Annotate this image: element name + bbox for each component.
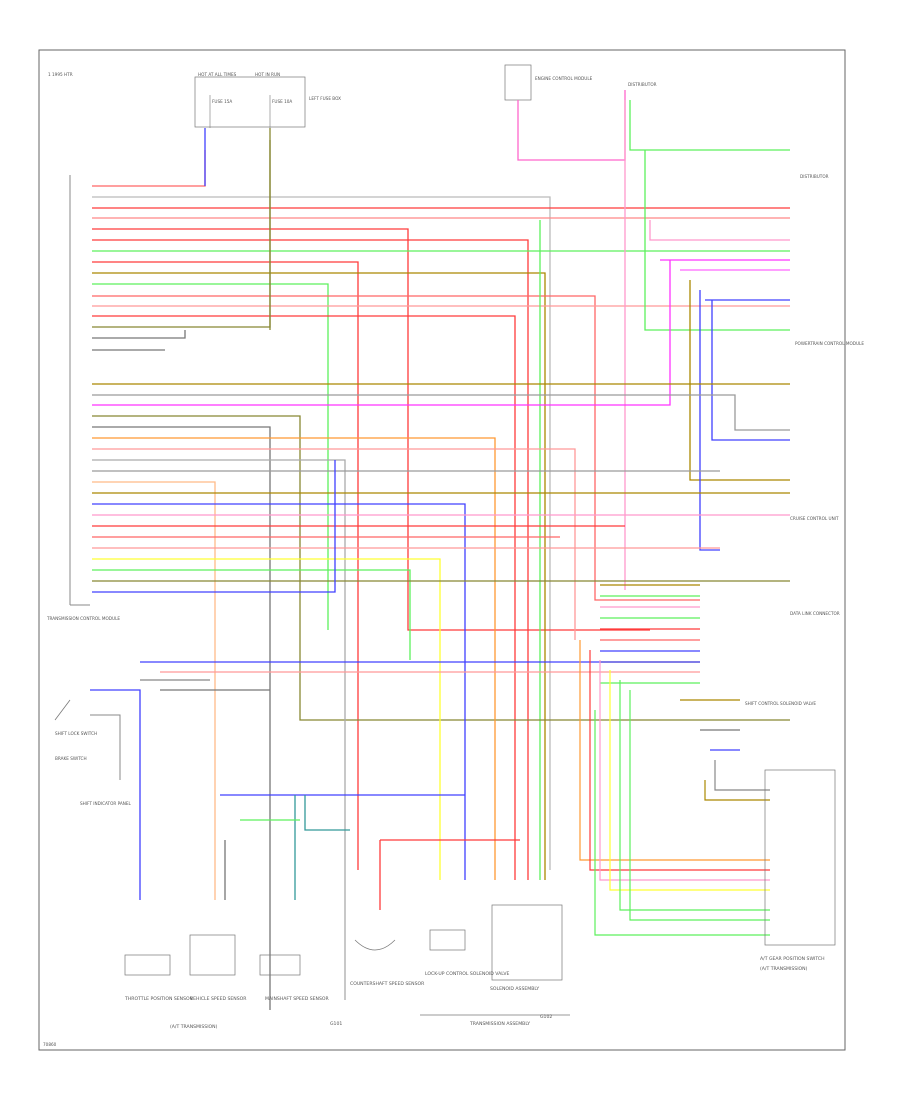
svg-text:TRANSMISSION ASSEMBLY: TRANSMISSION ASSEMBLY xyxy=(469,1021,530,1027)
svg-text:VEHICLE SPEED SENSOR: VEHICLE SPEED SENSOR xyxy=(190,996,247,1002)
svg-text:POWERTRAIN CONTROL MODULE: POWERTRAIN CONTROL MODULE xyxy=(795,341,864,346)
bottom-labels: THROTTLE POSITION SENSOR VEHICLE SPEED S… xyxy=(124,956,825,1030)
svg-text:SHIFT INDICATOR PANEL: SHIFT INDICATOR PANEL xyxy=(80,801,132,806)
svg-text:(A/T TRANSMISSION): (A/T TRANSMISSION) xyxy=(170,1024,218,1030)
distributor-label: DISTRIBUTOR xyxy=(800,174,829,179)
svg-text:FUSE 10A: FUSE 10A xyxy=(272,99,292,104)
svg-text:FUSE 15A: FUSE 15A xyxy=(212,99,232,104)
wires-upper xyxy=(92,140,790,880)
diagram-frame xyxy=(38,49,846,1051)
svg-text:SOLENOID ASSEMBLY: SOLENOID ASSEMBLY xyxy=(490,986,539,992)
svg-text:(A/T TRANSMISSION): (A/T TRANSMISSION) xyxy=(760,966,808,972)
svg-text:TRANSMISSION CONTROL MODULE: TRANSMISSION CONTROL MODULE xyxy=(46,616,120,621)
svg-text:HOT IN RUN: HOT IN RUN xyxy=(255,72,280,77)
wires-lower xyxy=(92,383,790,1010)
svg-text:SHIFT LOCK SWITCH: SHIFT LOCK SWITCH xyxy=(55,731,97,736)
fuse-box: HOT AT ALL TIMES HOT IN RUN FUSE 15A FUS… xyxy=(194,72,341,128)
svg-text:A/T GEAR POSITION SWITCH: A/T GEAR POSITION SWITCH xyxy=(760,956,825,962)
bottom-components xyxy=(124,769,836,1016)
right-labels: POWERTRAIN CONTROL MODULE CRUISE CONTROL… xyxy=(745,341,864,706)
tcm-connector-upper: TRANSMISSION CONTROL MODULE xyxy=(46,175,120,621)
svg-text:LOCK-UP CONTROL SOLENOID VALVE: LOCK-UP CONTROL SOLENOID VALVE xyxy=(425,971,509,977)
corner-note-bottom: 70860 xyxy=(43,1042,57,1047)
svg-text:CRUISE CONTROL UNIT: CRUISE CONTROL UNIT xyxy=(790,516,839,521)
engine-control-module-box: ENGINE CONTROL MODULE xyxy=(504,64,593,101)
dist-note: DISTRIBUTOR xyxy=(628,82,657,87)
svg-text:LEFT FUSE BOX: LEFT FUSE BOX xyxy=(309,96,341,101)
corner-note-top: 1 1995 HTR xyxy=(48,72,73,77)
wires-right-lower xyxy=(579,640,770,936)
svg-text:COUNTERSHAFT SPEED SENSOR: COUNTERSHAFT SPEED SENSOR xyxy=(350,981,425,987)
svg-text:HOT AT ALL TIMES: HOT AT ALL TIMES xyxy=(198,72,237,77)
bottom-wiring xyxy=(140,679,520,910)
svg-text:MAINSHAFT SPEED SENSOR: MAINSHAFT SPEED SENSOR xyxy=(265,996,330,1002)
svg-text:BRAKE SWITCH: BRAKE SWITCH xyxy=(55,756,87,761)
svg-text:ENGINE CONTROL MODULE: ENGINE CONTROL MODULE xyxy=(535,76,593,81)
svg-text:THROTTLE POSITION SENSOR: THROTTLE POSITION SENSOR xyxy=(124,996,194,1002)
svg-text:G102: G102 xyxy=(540,1014,552,1020)
shift-lock-switch: SHIFT LOCK SWITCH BRAKE SWITCH SHIFT IND… xyxy=(54,689,141,900)
svg-text:SHIFT CONTROL SOLENOID VALVE: SHIFT CONTROL SOLENOID VALVE xyxy=(745,701,816,706)
svg-text:DATA LINK CONNECTOR: DATA LINK CONNECTOR xyxy=(790,611,840,616)
svg-text:G101: G101 xyxy=(330,1021,342,1027)
feeds-top xyxy=(92,90,790,880)
